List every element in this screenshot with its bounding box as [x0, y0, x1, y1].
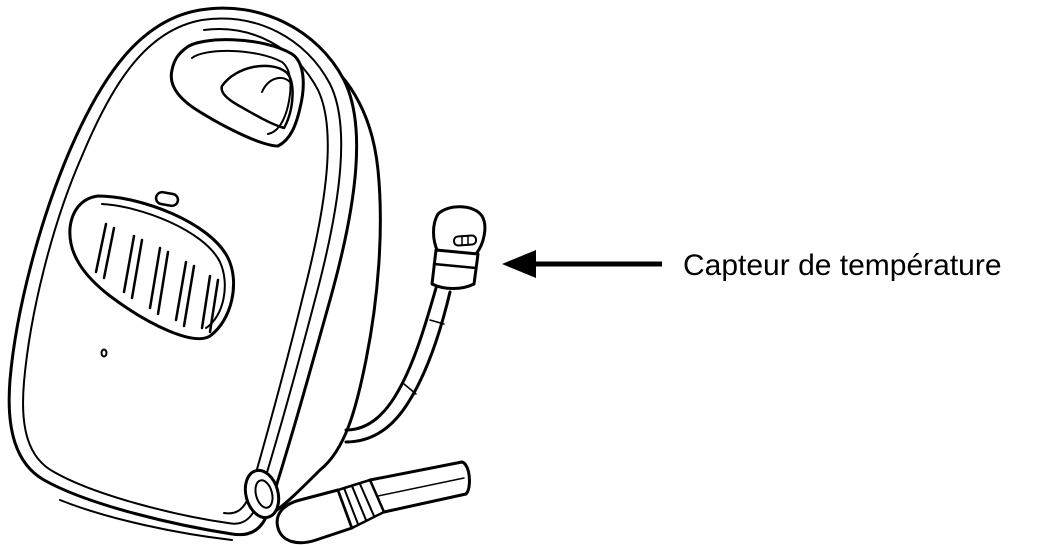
- grip-hole-depth: [261, 76, 291, 93]
- temperature-sensor: [430, 205, 487, 290]
- power-cable-seam: [377, 477, 465, 497]
- callout-arrow: [502, 250, 662, 278]
- grille-slot: [148, 246, 162, 310]
- grille-slot: [156, 250, 170, 316]
- sensor-body: [430, 248, 480, 290]
- grille-slot: [208, 278, 220, 334]
- power-cable-bottom: [382, 492, 468, 514]
- grille-slot: [122, 234, 136, 294]
- speaker-grille-panel: [68, 194, 236, 341]
- grille-slot: [200, 274, 212, 330]
- indicator-led: [154, 190, 180, 208]
- plug-ridge: [343, 487, 359, 525]
- grille-slot: [130, 238, 144, 300]
- sensor-vent: [453, 234, 478, 247]
- power-cable-top: [368, 460, 464, 482]
- grip-hole: [220, 64, 294, 130]
- speaker-grille-slots: [94, 222, 220, 334]
- temperature-sensor-label: Capteur de température: [683, 249, 1002, 282]
- grille-slot: [94, 222, 108, 274]
- plug-ridge: [351, 485, 367, 521]
- sensor-collar: [432, 262, 478, 270]
- sensor-gooseneck-outer: [344, 286, 438, 432]
- grille-slot: [102, 226, 116, 280]
- microphone-hole: [100, 348, 108, 358]
- device-bevel-1: [22, 17, 343, 525]
- plug-ridge: [359, 483, 375, 517]
- sensor-cap: [432, 205, 487, 256]
- gooseneck-segment: [429, 319, 445, 325]
- power-plug: [275, 460, 471, 545]
- grille-slot: [174, 260, 188, 322]
- device-back-shell: [268, 50, 382, 517]
- callout-arrowhead: [502, 250, 536, 278]
- power-cable-end: [460, 460, 471, 496]
- power-jack: [243, 468, 281, 520]
- speaker-grille-panel-inner: [101, 203, 226, 329]
- device-bottom-edge: [59, 499, 233, 541]
- sensor-gooseneck-inner: [344, 290, 452, 444]
- grille-slot: [182, 264, 196, 328]
- gooseneck-segment: [403, 383, 417, 395]
- power-socket-inner: [254, 479, 274, 509]
